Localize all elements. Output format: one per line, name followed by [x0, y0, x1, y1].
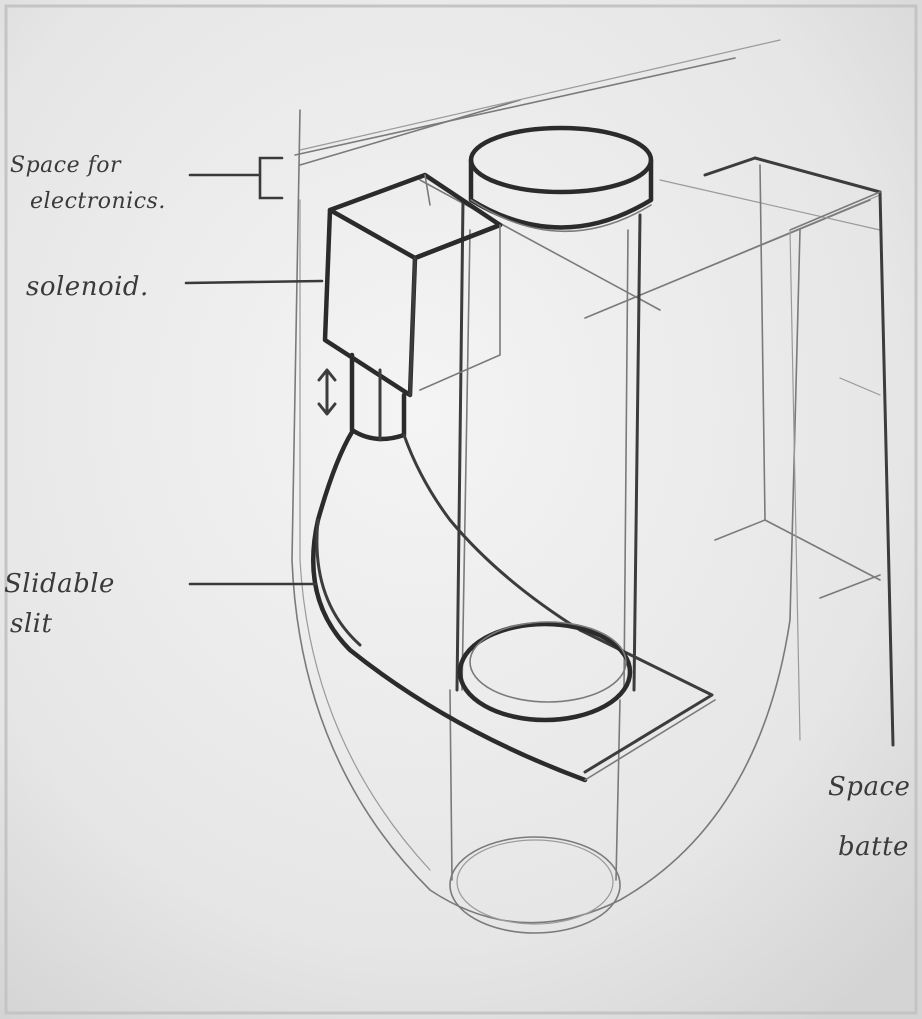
- label-slit-line2: slit: [10, 609, 52, 639]
- label-solenoid: solenoid.: [26, 272, 149, 302]
- label-electronics-line2: electronics.: [30, 189, 166, 214]
- label-battery-line2: batte: [838, 832, 909, 862]
- label-electronics-line1: Space for: [10, 153, 122, 178]
- label-battery-line1: Space: [828, 772, 910, 802]
- label-slit-line1: Slidable: [4, 569, 115, 599]
